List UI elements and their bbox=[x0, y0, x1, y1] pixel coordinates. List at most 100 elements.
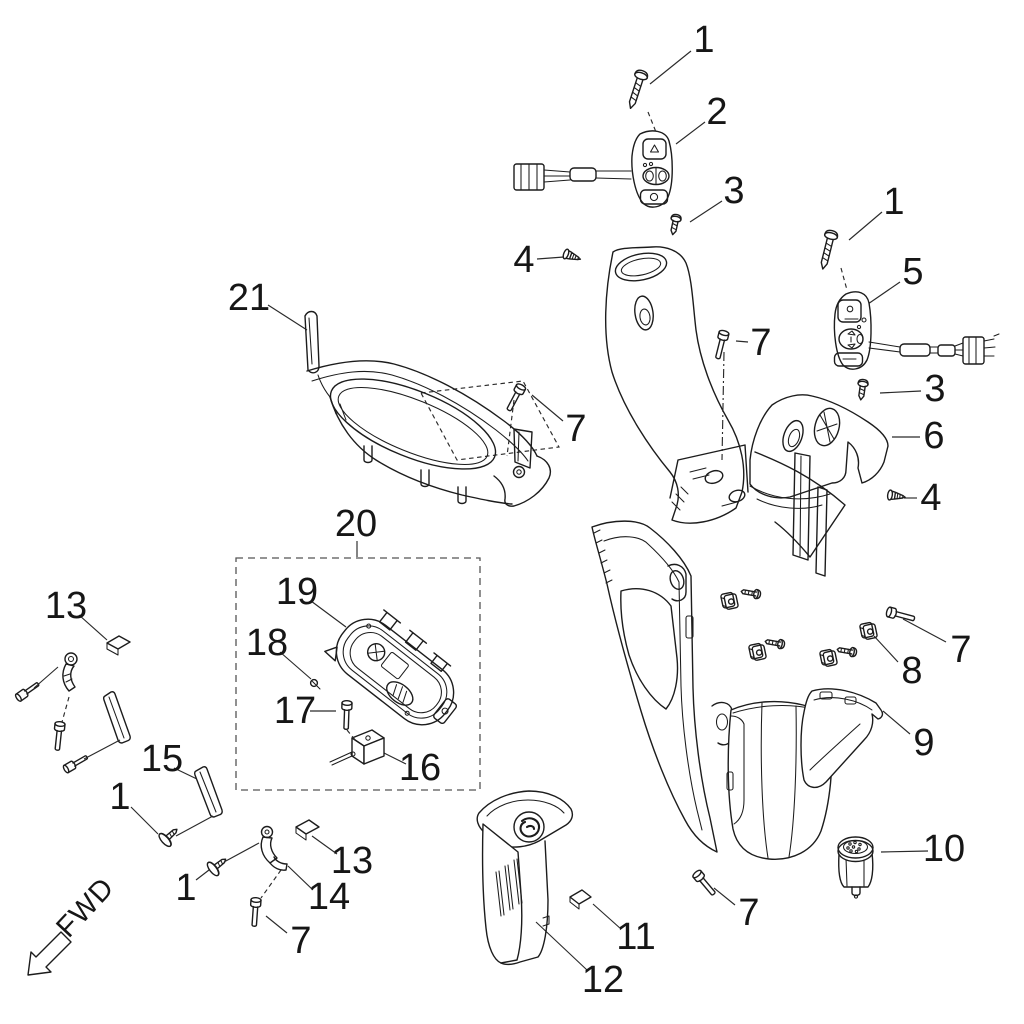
callout-label-17-16: 17 bbox=[273, 690, 317, 732]
mount-peg bbox=[363, 445, 373, 464]
leader-line-5 bbox=[867, 281, 901, 305]
part15-trim-strip bbox=[193, 766, 223, 818]
mount-peg bbox=[457, 486, 467, 505]
part12-front-center-cover bbox=[476, 790, 574, 966]
front-inner-panel bbox=[591, 520, 833, 860]
part13-pad-upper bbox=[106, 635, 131, 656]
callout-label-14-22: 14 bbox=[307, 876, 351, 918]
callout-label-12-25: 12 bbox=[581, 959, 625, 1001]
callout-label-3-3: 3 bbox=[723, 170, 745, 212]
screw-3-right bbox=[855, 378, 870, 402]
clip-8-labeled bbox=[858, 620, 879, 641]
leader-line-13 bbox=[78, 614, 108, 641]
leader-line-15 bbox=[173, 767, 200, 781]
wire-connector bbox=[962, 336, 985, 365]
callout-label-1-20: 1 bbox=[109, 776, 131, 818]
callout-label-2-2: 2 bbox=[706, 91, 728, 133]
callout-label-6-8: 6 bbox=[923, 415, 945, 457]
fwd-arrow bbox=[27, 931, 72, 976]
callout-label-13-18: 13 bbox=[44, 585, 88, 627]
callout-label-1-21: 1 bbox=[175, 867, 197, 909]
leader-line-2 bbox=[675, 121, 706, 145]
leader-line-13 bbox=[311, 835, 338, 855]
callout-label-9-29: 9 bbox=[913, 722, 935, 764]
callout-label-15-19: 15 bbox=[140, 738, 184, 780]
callout-label-7-11: 7 bbox=[750, 322, 772, 364]
leader-line-1 bbox=[130, 806, 159, 835]
leader-line-1 bbox=[649, 50, 692, 85]
part21-handlebar-rear-cover bbox=[304, 310, 560, 507]
leader-line-3 bbox=[879, 390, 922, 394]
callout-label-4-4: 4 bbox=[513, 239, 535, 281]
leader-line-1 bbox=[848, 211, 883, 241]
part19-instrument-cluster bbox=[324, 609, 458, 726]
leader-line-7 bbox=[531, 394, 564, 422]
callout-label-5-6: 5 bbox=[902, 251, 924, 293]
leader-line-7 bbox=[713, 887, 736, 906]
leader-line-3 bbox=[689, 200, 723, 223]
trim-strip-upper bbox=[102, 691, 131, 744]
clip-8 bbox=[719, 590, 740, 611]
part9-lower-side-cover bbox=[800, 688, 884, 789]
lower-button bbox=[833, 352, 864, 367]
clip-4-right bbox=[886, 489, 907, 503]
screw-1-right bbox=[815, 228, 840, 272]
callout-label-1-5: 1 bbox=[883, 181, 905, 223]
callout-label-21-10: 21 bbox=[227, 277, 271, 319]
callout-label-10-28: 10 bbox=[922, 828, 966, 870]
clip-8 bbox=[818, 647, 839, 668]
callout-label-20-13: 20 bbox=[334, 503, 378, 545]
screw-clip-pair bbox=[739, 586, 762, 600]
clip-4-left bbox=[561, 247, 583, 265]
callout-label-18-15: 18 bbox=[245, 622, 289, 664]
horn-button bbox=[639, 189, 669, 205]
start-button bbox=[837, 299, 862, 323]
choke-lever bbox=[62, 652, 78, 692]
callout-label-1-1: 1 bbox=[693, 19, 715, 61]
leader-line-9 bbox=[882, 710, 911, 735]
screw-17 bbox=[340, 699, 353, 731]
screw-choke bbox=[13, 679, 42, 703]
screw-1-top bbox=[623, 68, 650, 112]
callout-label-19-14: 19 bbox=[275, 571, 319, 613]
callout-label-7-27: 7 bbox=[738, 892, 760, 934]
callout-label-7-24: 7 bbox=[290, 920, 312, 962]
screw-7-rear-cover bbox=[503, 381, 528, 414]
callout-label-7-12: 7 bbox=[565, 408, 587, 450]
part14-lever bbox=[260, 825, 288, 871]
part16-sensor bbox=[329, 729, 385, 766]
part13-pad-lower bbox=[295, 819, 320, 841]
callout-label-16-17: 16 bbox=[398, 747, 442, 789]
part5-right-switch-assembly bbox=[833, 291, 1000, 370]
leader-line-7 bbox=[265, 915, 288, 934]
screw-7-front-cover bbox=[712, 328, 731, 361]
leader-line-11 bbox=[592, 903, 622, 930]
screw-18 bbox=[309, 678, 321, 690]
leader-line-7 bbox=[902, 618, 947, 643]
screw-clip-pair bbox=[835, 644, 858, 658]
leader-line-19 bbox=[310, 600, 347, 628]
leader-lines bbox=[78, 50, 947, 971]
hazard-button bbox=[642, 138, 667, 160]
leader-line-21 bbox=[267, 304, 308, 331]
handlebar-front-cover bbox=[604, 246, 749, 524]
brand-emblem bbox=[513, 811, 545, 843]
leader-line-10 bbox=[880, 850, 929, 853]
screw-strip bbox=[61, 752, 90, 775]
screw-1-strip bbox=[156, 822, 183, 849]
part11-pad bbox=[569, 889, 592, 910]
clip-8 bbox=[747, 641, 768, 662]
callout-label-8-30: 8 bbox=[901, 650, 923, 692]
screw-7-lower-left bbox=[248, 896, 262, 928]
leader-line-1 bbox=[195, 869, 210, 881]
screw-1-lever bbox=[204, 852, 232, 879]
mount-peg bbox=[420, 469, 430, 488]
part20-group-box bbox=[235, 557, 481, 791]
callout-label-3-7: 3 bbox=[924, 368, 946, 410]
part6-handlebar-upper-cover bbox=[749, 394, 889, 577]
leader-line-7 bbox=[735, 340, 749, 343]
part10-horn bbox=[837, 836, 874, 899]
leader-line-8 bbox=[873, 635, 899, 663]
